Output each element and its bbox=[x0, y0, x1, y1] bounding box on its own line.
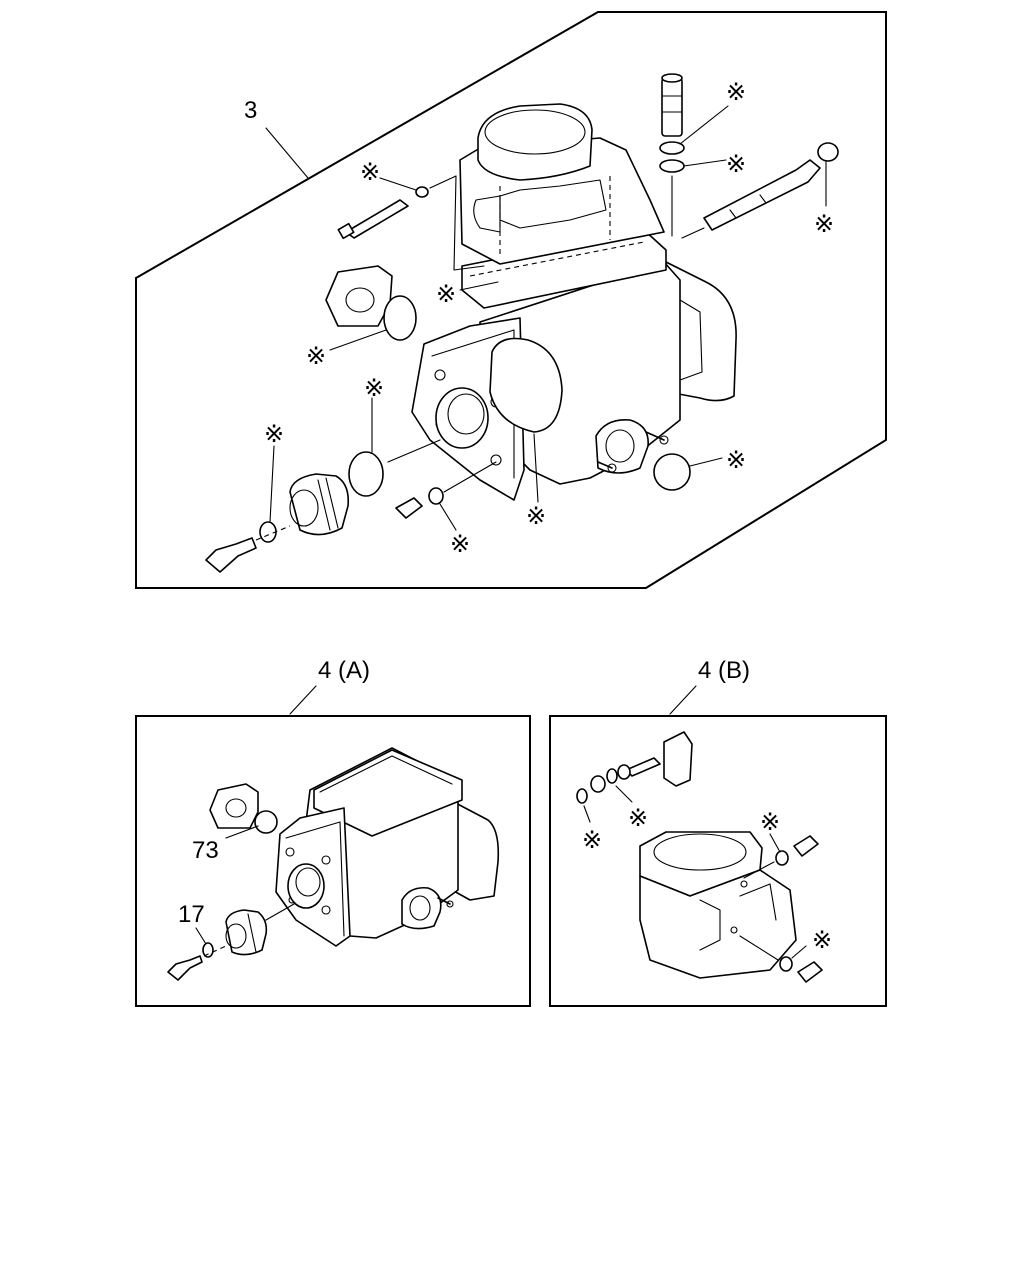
drive-coupling bbox=[205, 473, 350, 573]
marker: ※ bbox=[264, 421, 284, 448]
panel-4b: 4 (B) bbox=[549, 657, 887, 1007]
vent-bolt bbox=[395, 461, 497, 519]
drive-coupling-a bbox=[167, 903, 295, 981]
governor-housing-b bbox=[639, 831, 797, 979]
adjust-screw bbox=[337, 175, 485, 271]
marker: ※ bbox=[306, 343, 326, 370]
governor-part-b bbox=[576, 731, 693, 823]
o-ring-stud bbox=[817, 142, 839, 162]
flange-gasket bbox=[325, 265, 417, 341]
o-ring-flange bbox=[383, 295, 417, 341]
marker: ※ bbox=[360, 159, 380, 186]
marker: ※ bbox=[726, 151, 746, 178]
callout-4a-leader bbox=[289, 685, 317, 715]
label-17: 17 bbox=[178, 901, 205, 928]
o-ring-a bbox=[254, 810, 278, 834]
pump-body-a bbox=[275, 747, 500, 947]
washer-bolt bbox=[259, 521, 277, 543]
panel-4b-frame bbox=[549, 715, 887, 1007]
panel-4a: 4 (A) bbox=[135, 657, 531, 1007]
o-ring-port bbox=[653, 453, 691, 491]
label-73: 73 bbox=[192, 837, 219, 864]
callout-3-label: 3 bbox=[244, 97, 257, 124]
marker: ※ bbox=[582, 827, 602, 854]
callout-4b-label: 4 (B) bbox=[698, 657, 750, 684]
panel-4a-frame bbox=[135, 715, 531, 1007]
marker: ※ bbox=[364, 375, 384, 402]
replacement-markers: ※ ※ ※ ※ ※ ※ ※ ※ ※ ※ ※ bbox=[264, 79, 834, 558]
marker: ※ bbox=[760, 809, 780, 836]
washer-upper bbox=[659, 141, 685, 155]
marker: ※ bbox=[812, 927, 832, 954]
replacement-markers-b: ※ ※ ※ ※ bbox=[582, 805, 832, 954]
callout-3-leader bbox=[265, 127, 309, 179]
marker: ※ bbox=[814, 211, 834, 238]
marker: ※ bbox=[726, 447, 746, 474]
screws-b bbox=[739, 835, 823, 983]
long-stud bbox=[681, 142, 839, 239]
callout-4b-leader bbox=[669, 685, 697, 715]
marker-leaders-b bbox=[769, 833, 807, 959]
delivery-valve-holder bbox=[659, 73, 685, 237]
main-panel: 3 bbox=[135, 11, 887, 589]
washer-lower bbox=[659, 159, 685, 173]
main-panel-frame bbox=[135, 11, 887, 589]
marker: ※ bbox=[628, 805, 648, 832]
marker: ※ bbox=[450, 531, 470, 558]
flange-gasket-a bbox=[209, 783, 278, 834]
o-ring-screw bbox=[415, 186, 429, 198]
marker: ※ bbox=[726, 79, 746, 106]
pump-body bbox=[411, 103, 737, 501]
marker: ※ bbox=[526, 503, 546, 530]
o-ring-front bbox=[348, 451, 384, 497]
marker-leaders bbox=[269, 105, 827, 531]
callout-4a-label: 4 (A) bbox=[318, 657, 370, 684]
marker: ※ bbox=[436, 281, 456, 308]
washer-a bbox=[202, 942, 214, 958]
